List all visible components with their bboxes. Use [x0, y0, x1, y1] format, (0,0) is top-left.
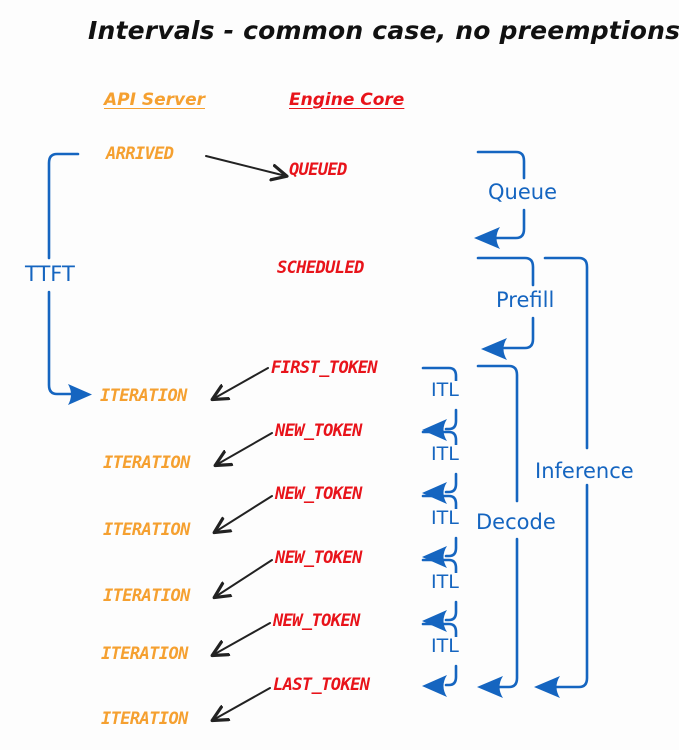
- api-event-iteration-5: ITERATION: [101, 644, 188, 664]
- column-header-engine-core: Engine Core: [289, 90, 405, 110]
- metric-label-decode: Decode: [473, 512, 559, 533]
- bracket-inference: [534, 256, 589, 698]
- metric-label-prefill: Prefill: [493, 290, 558, 311]
- metric-label-ttft: TTFT: [22, 264, 78, 285]
- metric-label-itl-5: ITL: [428, 637, 462, 656]
- arrow-arrived-to-queued: [205, 155, 286, 176]
- column-header-api-server: API Server: [104, 90, 206, 110]
- api-event-iteration-6: ITERATION: [101, 709, 188, 729]
- metric-label-itl-3: ITL: [428, 509, 462, 528]
- api-event-iteration-4: ITERATION: [103, 586, 190, 606]
- api-event-iteration-3: ITERATION: [103, 520, 190, 540]
- engine-event-last-token: LAST_TOKEN: [273, 675, 370, 695]
- bracket-ttft: [47, 152, 92, 405]
- engine-event-new-token-4: NEW_TOKEN: [273, 611, 360, 631]
- bracket-queue: [474, 150, 526, 249]
- metric-label-inference: Inference: [532, 461, 637, 482]
- engine-event-new-token-3: NEW_TOKEN: [275, 548, 362, 568]
- api-event-iteration-2: ITERATION: [103, 453, 190, 473]
- state-queued: QUEUED: [289, 160, 347, 180]
- page-title: Intervals - common case, no preemptions: [88, 16, 679, 45]
- metric-label-itl-4: ITL: [428, 573, 462, 592]
- bracket-prefill: [476, 256, 535, 360]
- api-event-iteration-1: ITERATION: [100, 386, 187, 406]
- metric-label-itl-2: ITL: [428, 445, 462, 464]
- state-scheduled: SCHEDULED: [277, 258, 364, 278]
- engine-event-new-token-2: NEW_TOKEN: [275, 484, 362, 504]
- engine-event-new-token-1: NEW_TOKEN: [275, 421, 362, 441]
- bracket-itl-group: [421, 366, 458, 697]
- state-arrived: ARRIVED: [106, 144, 174, 164]
- metric-label-queue: Queue: [485, 182, 560, 203]
- arrow-token-to-iteration-group: [213, 367, 273, 720]
- metric-label-itl-1: ITL: [428, 381, 462, 400]
- bracket-decode: [476, 364, 519, 698]
- engine-event-first-token: FIRST_TOKEN: [271, 358, 378, 378]
